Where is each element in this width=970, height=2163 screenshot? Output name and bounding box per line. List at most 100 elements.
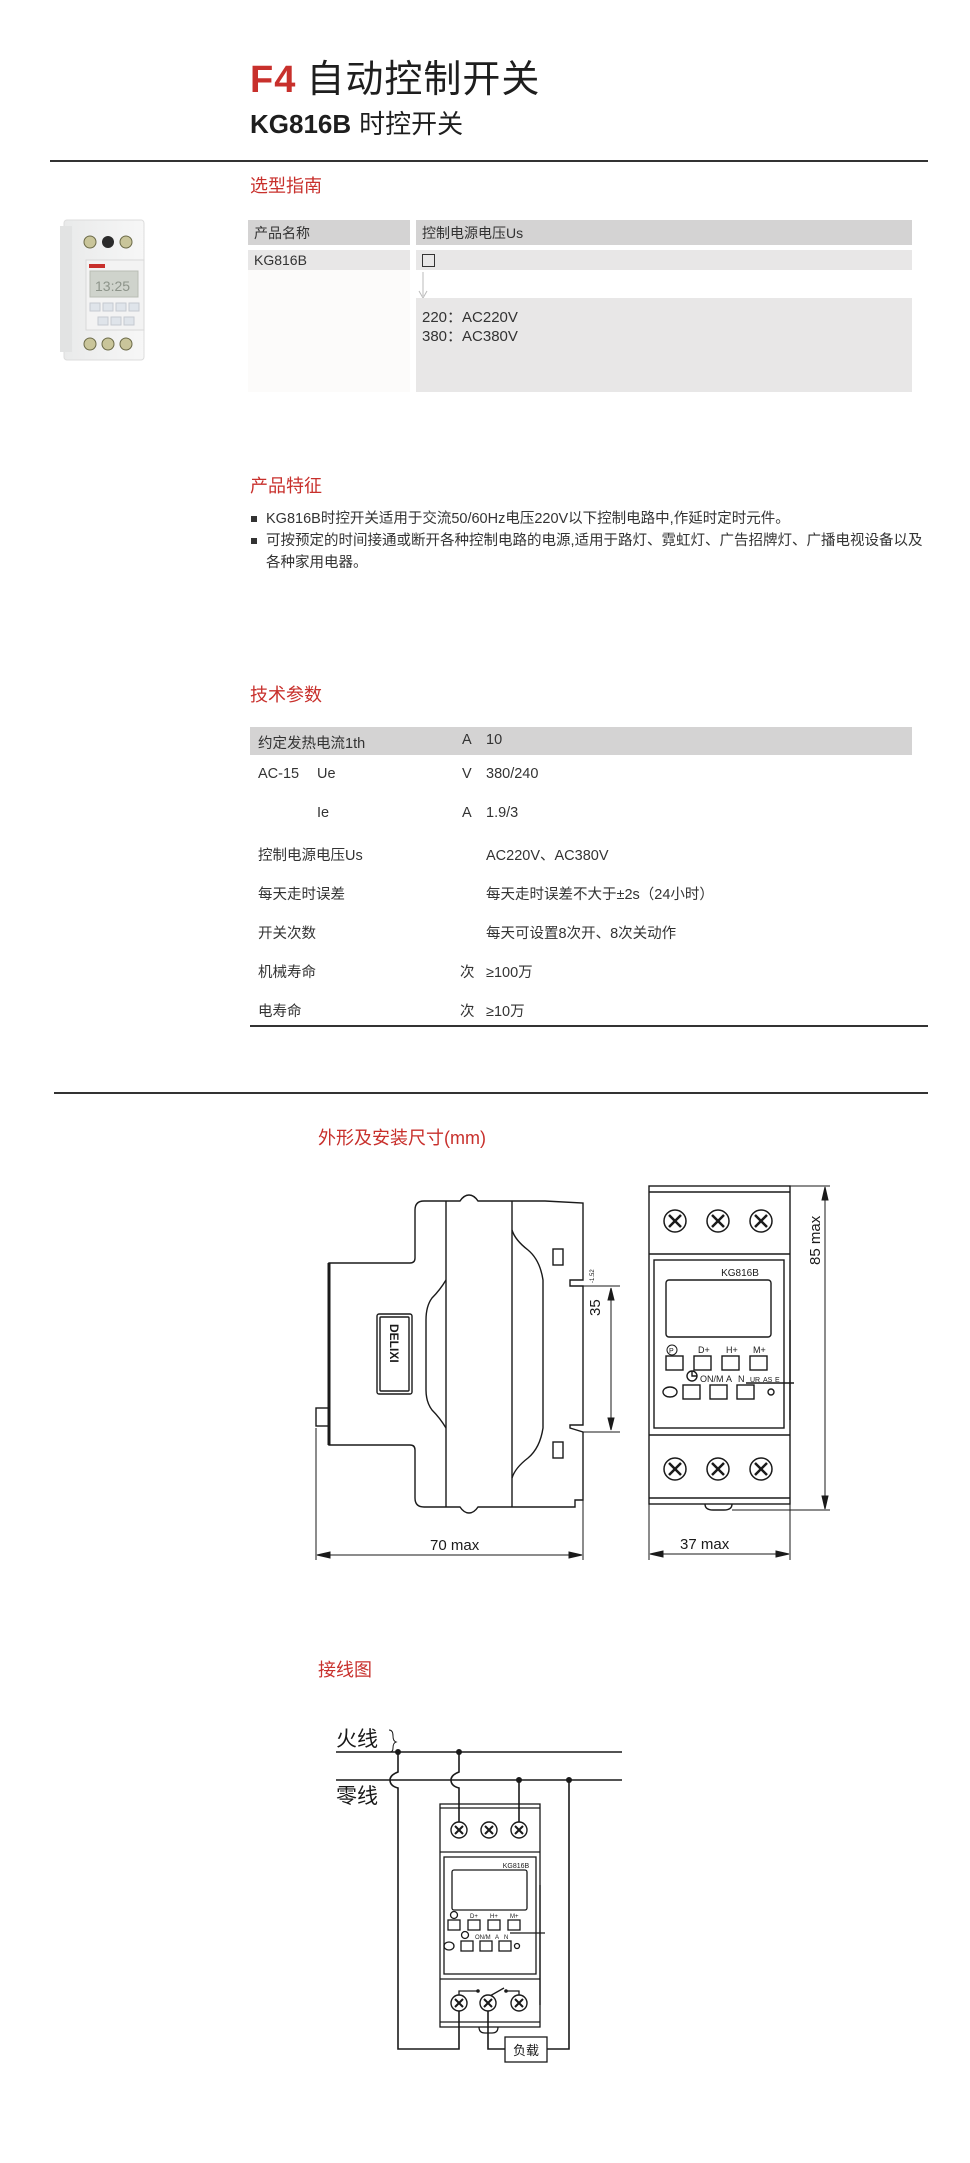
front-width-label: 37 max [680,1536,730,1553]
front-view-outline-icon [648,1185,791,1511]
param-unit: 次 [460,965,475,981]
param-unit: V [462,766,472,782]
param-unit: 次 [460,1004,475,1020]
param-name: 机械寿命 [258,965,316,981]
table-row: 开关次数 每天可设置8次开、8次关动作 [250,917,912,945]
param-sub: Ie [317,805,330,821]
param-value: 10 [486,732,503,748]
svg-text:P: P [669,1348,674,1355]
model-code: KG816B [250,109,352,139]
param-sub: Ue [317,766,336,782]
junction-dots-icon [395,1749,572,1783]
svg-text:AS: AS [763,1377,773,1384]
voltage-options-panel: 220：AC220V 380：AC380V [416,298,912,392]
table-row: 电寿命 次 ≥10万 [250,995,912,1023]
section-title-wiring: 接线图 [318,1660,372,1680]
svg-text:A: A [726,1374,732,1384]
table-row: AC-15 Ue V 380/240 [250,761,912,789]
category-title: 自动控制开关 [306,59,541,101]
series-code: F4 [250,59,297,101]
svg-text:ON/M: ON/M [700,1374,724,1384]
param-name: 控制电源电压Us [258,848,363,864]
table-bottom-rule [250,1025,928,1027]
section-title-dimensions: 外形及安装尺寸(mm) [318,1128,486,1148]
screw-cross-icon [668,1214,768,1476]
section-title-selection: 选型指南 [250,176,322,196]
svg-text:D+: D+ [470,1914,478,1920]
brace-icon [388,1729,398,1753]
param-name: 每天走时误差 [258,887,345,903]
neutral-wire-label: 零线 [336,1785,378,1808]
front-model-label: KG816B [721,1268,759,1279]
svg-text:ON/M: ON/M [475,1935,491,1941]
header-divider [50,160,928,162]
width-label: 70 max [430,1537,480,1554]
wires-icon [336,1751,622,2050]
svg-text:N: N [504,1935,508,1941]
cell-voltage-code [416,250,912,270]
svg-text:A: A [495,1935,499,1941]
param-name: 开关次数 [258,926,316,942]
rail-width-label: 35 [587,1299,604,1316]
table-row: 每天走时误差 每天走时误差不大于±2s（24小时） [250,878,912,906]
feature-item: 可按预定的时间接通或断开各种控制电路的电源,适用于路灯、霓虹灯、广告招牌灯、广播… [250,530,936,574]
height-label: 85 max [807,1215,824,1265]
code-placeholder-box-icon [422,253,435,267]
param-value: 每天可设置8次开、8次关动作 [486,926,677,942]
model-name: 时控开关 [359,109,464,139]
param-name: 约定发热电流1th [258,736,366,752]
voltage-option-380: 380：AC380V [422,328,518,345]
svg-text:D+: D+ [698,1345,710,1355]
wiring-screw-cross-icon [454,1825,524,2008]
height-dimension-icon [732,1185,830,1511]
column-header-voltage: 控制电源电压Us [416,220,912,245]
table-row: 控制电源电压Us AC220V、AC380V [250,839,912,867]
param-value: 每天走时误差不大于±2s（24小时） [486,887,714,903]
column-header-product: 产品名称 [248,220,410,245]
features-list: KG816B时控开关适用于交流50/60Hz电压220V以下控制电路中,作延时定… [250,508,936,574]
wiring-model-label: KG816B [503,1863,530,1870]
svg-text:13:25: 13:25 [95,278,130,294]
wiring-diagram: 火线 零线 [336,1728,622,2063]
wiring-device-outline-icon [439,1803,545,2034]
timer-switch-photo-icon: 13:25 [60,219,145,361]
dimension-drawing: DELIXI 35 -1.52 70 max [315,1185,830,1560]
brand-mark: DELIXI [387,1324,401,1363]
param-name: 电寿命 [258,1004,302,1020]
svg-text:E: E [775,1377,780,1384]
section-title-features: 产品特征 [250,476,322,496]
rail-tolerance-label: -1.52 [590,1269,596,1283]
load-label: 负载 [513,2043,539,2058]
voltage-option-220: 220：AC220V [422,309,518,326]
svg-text:H+: H+ [726,1345,738,1355]
svg-text:N: N [738,1374,745,1384]
param-name: AC-15 [258,766,300,782]
table-row: 约定发热电流1th A 10 [250,727,912,755]
param-unit: A [462,732,472,748]
rail-dimension-icon [583,1285,620,1433]
param-unit: A [462,805,472,821]
front-width-dimension-icon [648,1504,791,1560]
param-value: 380/240 [486,766,539,782]
table-row: 机械寿命 次 ≥100万 [250,956,912,984]
front-button-labels: P D+ H+ M+ ON/M A N UR AS E [666,1344,780,1384]
svg-text:M+: M+ [753,1345,766,1355]
product-column-filler [248,270,410,392]
svg-text:M+: M+ [510,1914,519,1920]
live-wire-label: 火线 [336,1728,378,1751]
side-view-outline-icon [315,1194,584,1514]
svg-text:UR: UR [750,1377,760,1384]
param-value: ≥10万 [486,1004,525,1020]
svg-text:H+: H+ [490,1914,498,1920]
table-row: Ie A 1.9/3 [250,800,912,828]
front-buttons-icon [662,1355,794,1400]
section-title-tech-params: 技术参数 [250,685,322,705]
width-dimension-icon [315,1428,584,1560]
section-divider [54,1092,928,1094]
param-value: 1.9/3 [486,805,519,821]
param-value: ≥100万 [486,965,533,981]
param-value: AC220V、AC380V [486,848,609,864]
product-photo: 13:25 [60,216,156,372]
